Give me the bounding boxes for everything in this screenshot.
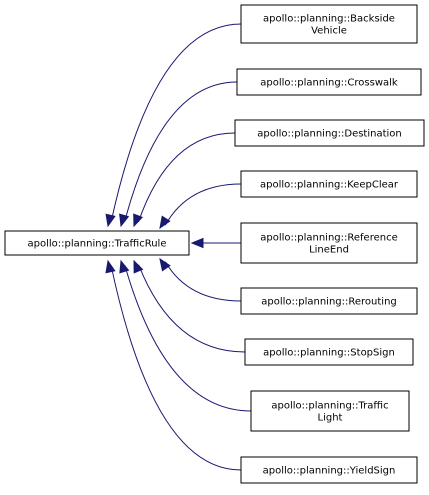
base-class-node[interactable]: apollo::planning::TrafficRule: [4, 230, 190, 256]
inheritance-edge: [119, 259, 252, 412]
derived-class-node[interactable]: apollo::planning::YieldSign: [240, 456, 418, 484]
inheritance-edge: [190, 237, 241, 249]
inheritance-edge: [105, 259, 242, 471]
inheritance-edge: [133, 132, 236, 228]
derived-class-label: apollo::planning::KeepClear: [260, 180, 399, 191]
derived-class-box: [250, 390, 410, 432]
derived-class-box: [240, 456, 418, 484]
edge-arrowhead: [105, 213, 116, 228]
base-class-box: [4, 230, 190, 256]
edge-arrowhead: [159, 257, 171, 272]
edge-arrowhead: [105, 259, 116, 274]
edge-line: [164, 183, 242, 226]
derived-class-node[interactable]: apollo::planning::Destination: [234, 119, 425, 147]
edge-line: [164, 261, 242, 302]
derived-class-box: [244, 338, 414, 366]
inheritance-edge: [119, 81, 238, 228]
edge-arrowhead: [133, 259, 144, 274]
edge-line: [138, 264, 246, 353]
class-nodes: apollo::planning::TrafficRuleapollo::pla…: [4, 4, 425, 484]
derived-class-box: [240, 170, 418, 198]
derived-class-node[interactable]: apollo::planning::Rerouting: [240, 287, 418, 315]
edge-arrowhead: [119, 213, 130, 228]
derived-class-label: apollo::planning::StopSign: [263, 348, 395, 359]
edge-arrowhead: [133, 213, 143, 228]
edge-arrowhead: [119, 259, 130, 274]
derived-class-label: apollo::planning::Rerouting: [261, 297, 397, 308]
derived-class-label: apollo::planning::Crosswalk: [260, 78, 398, 89]
inheritance-edge: [133, 259, 246, 353]
derived-class-node[interactable]: apollo::planning::Crosswalk: [236, 68, 422, 96]
derived-class-node[interactable]: apollo::planning::KeepClear: [240, 170, 418, 198]
edge-line: [110, 23, 242, 222]
base-class-label: apollo::planning::TrafficRule: [28, 239, 167, 250]
derived-class-label: apollo::planning::Reference: [260, 233, 398, 244]
inheritance-edge: [105, 23, 242, 228]
derived-class-box: [236, 68, 422, 96]
inheritance-edge: [159, 183, 242, 230]
edge-line: [124, 81, 238, 222]
derived-class-box: [240, 222, 418, 264]
derived-class-node[interactable]: apollo::planning::StopSign: [244, 338, 414, 366]
edge-line: [110, 265, 242, 471]
edge-line: [137, 132, 236, 223]
derived-class-box: [240, 4, 418, 44]
derived-class-label: apollo::planning::YieldSign: [263, 466, 396, 477]
inheritance-edges: [105, 23, 252, 471]
derived-class-label: LineEnd: [309, 245, 349, 256]
derived-class-label: Light: [318, 413, 343, 424]
edge-arrowhead: [190, 237, 204, 249]
derived-class-box: [234, 119, 425, 147]
inheritance-edge: [159, 257, 242, 302]
derived-class-label: apollo::planning::Traffic: [271, 401, 388, 412]
derived-class-label: apollo::planning::Destination: [257, 129, 402, 140]
derived-class-label: apollo::planning::Backside: [263, 14, 395, 25]
edge-line: [124, 265, 252, 412]
edge-arrowhead: [159, 215, 171, 230]
derived-class-box: [240, 287, 418, 315]
derived-class-label: Vehicle: [311, 26, 347, 37]
